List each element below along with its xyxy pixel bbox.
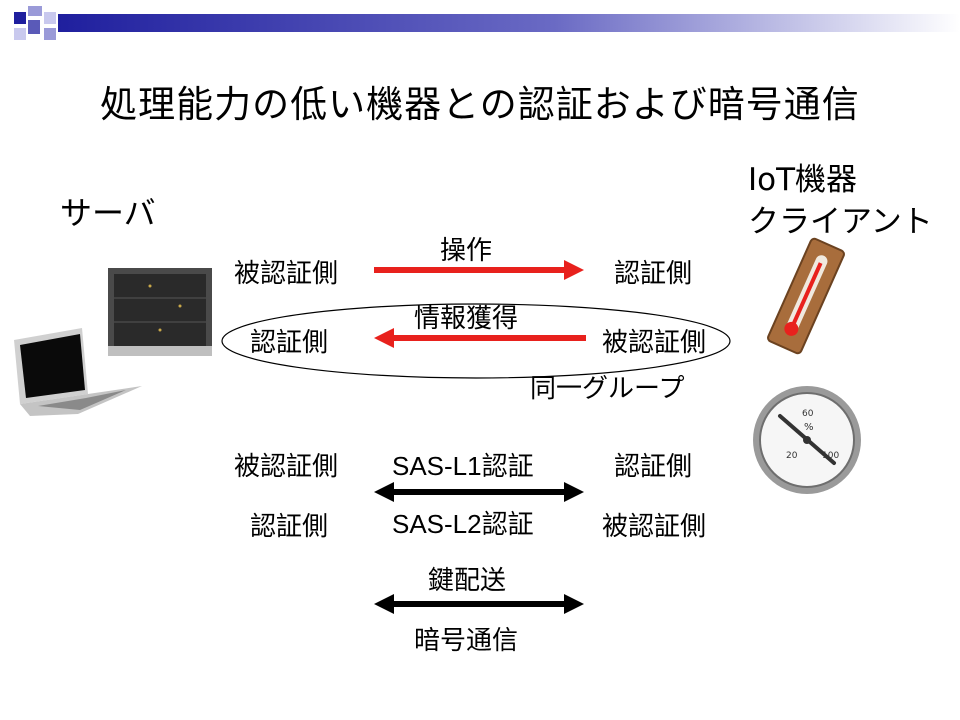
same-group-label: 同一グループ <box>530 374 685 404</box>
encrypted-comm-label: 暗号通信 <box>414 626 519 656</box>
sas-double-arrow <box>374 482 584 502</box>
row2-right-label: 被認証側 <box>602 328 707 358</box>
info-acquire-arrow <box>374 328 586 348</box>
gauge-tick-100: 100 <box>822 451 839 461</box>
laptop-icon <box>14 328 142 416</box>
sas-l2-middle-label: SAS-L2認証 <box>392 509 534 539</box>
header-band <box>14 6 960 40</box>
sas-l1-right-label: 認証側 <box>614 452 693 482</box>
gauge-tick-20: 20 <box>786 451 798 461</box>
server-icon <box>108 268 212 356</box>
row2-middle-label: 情報獲得 <box>414 304 519 334</box>
sas-l2-right-label: 被認証側 <box>602 512 707 542</box>
operate-arrow <box>374 260 584 280</box>
row1-middle-label: 操作 <box>440 236 493 266</box>
client-label-line2: クライアント <box>748 204 933 240</box>
row2-left-label: 認証側 <box>250 328 329 358</box>
sas-l1-middle-label: SAS-L1認証 <box>392 451 534 481</box>
server-label: サーバ <box>60 194 156 232</box>
gauge-tick-60: 60 <box>802 409 814 419</box>
slide-title: 処理能力の低い機器との認証および暗号通信 <box>100 83 860 126</box>
key-double-arrow <box>374 594 584 614</box>
same-group-ellipse <box>221 303 731 379</box>
key-distribution-label: 鍵配送 <box>428 566 507 596</box>
client-label-line1: IoT機器 <box>748 162 858 198</box>
sas-l1-left-label: 被認証側 <box>234 452 339 482</box>
thermometer-icon <box>767 237 845 355</box>
row1-right-label: 認証側 <box>614 259 693 289</box>
row1-left-label: 被認証側 <box>234 259 339 289</box>
hygrometer-gauge-icon: 20 60 100 % <box>753 386 861 494</box>
gauge-unit: % <box>804 422 814 433</box>
sas-l2-left-label: 認証側 <box>250 512 329 542</box>
